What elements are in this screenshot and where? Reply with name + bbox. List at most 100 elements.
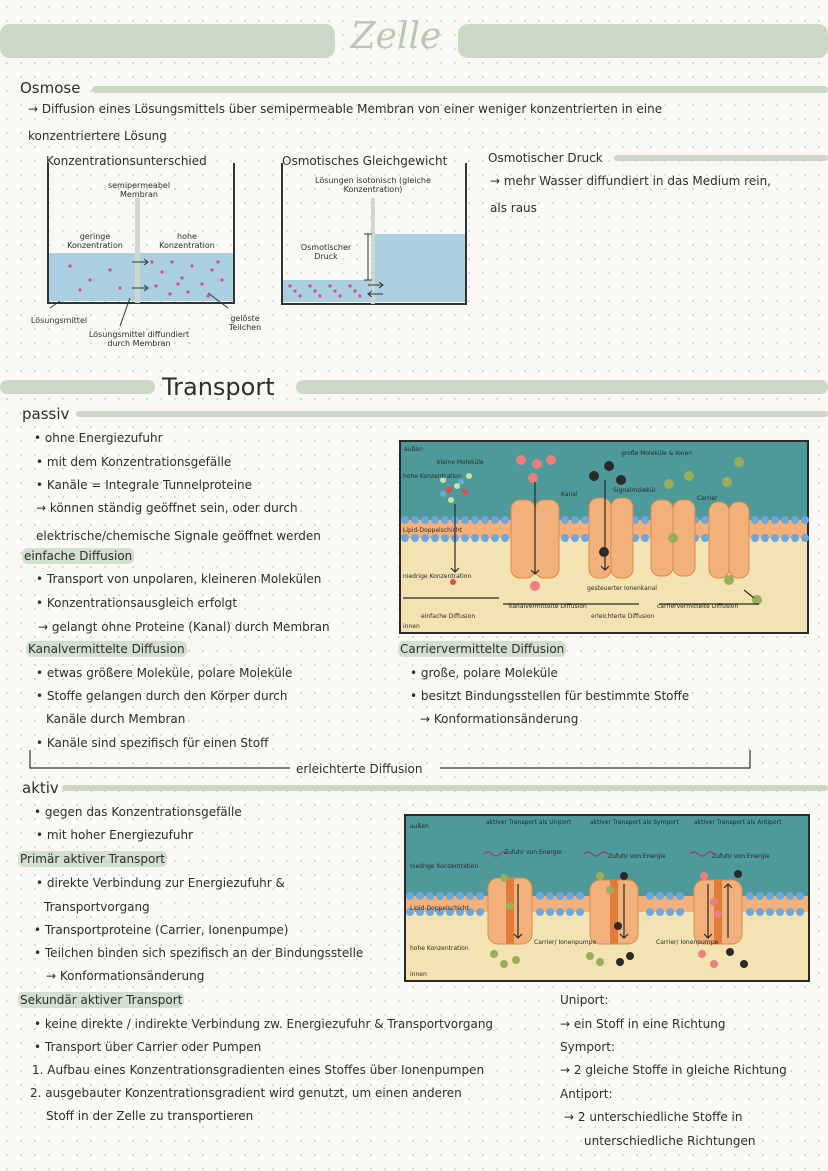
svg-text:aktiver Transport als Symport: aktiver Transport als Symport	[590, 819, 679, 826]
osmose-heading: Osmose	[20, 79, 81, 97]
einfach-heading: einfache Diffusion	[22, 548, 135, 564]
aktiv-item-1: • gegen das Konzentrationsgefälle	[34, 805, 242, 819]
passiv-item-1: • ohne Energiezufuhr	[34, 431, 163, 445]
primaer-item-2: Transportvorgang	[44, 900, 150, 914]
svg-text:Lipid-Doppelschicht: Lipid-Doppelschicht	[410, 905, 470, 912]
aktiv-heading: aktiv	[22, 779, 59, 797]
fig1-high: hohe Konzentration	[159, 232, 215, 250]
port-4: → 2 gleiche Stoffe in gleiche Richtung	[560, 1063, 787, 1077]
svg-text:niedrige Konzentration: niedrige Konzentration	[410, 863, 478, 870]
carrier-item-3: → Konformationsänderung	[420, 712, 579, 726]
osmose-underline	[92, 86, 828, 93]
sekundaer-item-5: Stoff in der Zelle zu transportieren	[46, 1109, 254, 1123]
passiv-underline	[76, 411, 828, 417]
osmose-line2: konzentriertere Lösung	[28, 129, 167, 143]
sekundaer-item-2: • Transport über Carrier oder Pumpen	[34, 1040, 262, 1054]
fig2-isotonic: Lösungen isotonisch (gleiche Konzentrati…	[315, 176, 431, 194]
passiv-item-2: • mit dem Konzentrationsgefälle	[36, 455, 232, 469]
svg-text:aktiver Transport als Antiport: aktiver Transport als Antiport	[694, 819, 782, 826]
svg-text:Carrier/ Ionenpumpe: Carrier/ Ionenpumpe	[534, 939, 596, 946]
passiv-heading: passiv	[22, 405, 70, 423]
primaer-item-4: • Teilchen binden sich spezifisch an der…	[34, 946, 364, 960]
primaer-item-3: • Transportproteine (Carrier, Ionenpumpe…	[34, 923, 289, 937]
svg-text:innen: innen	[403, 623, 420, 630]
title-bar-left	[0, 24, 335, 58]
passiv-item-3: • Kanäle = Integrale Tunnelproteine	[36, 478, 253, 492]
page-title: Zelle	[350, 16, 442, 57]
carrier-item-2: • besitzt Bindungsstellen für bestimmte …	[410, 689, 690, 703]
aktiv-underline	[62, 785, 828, 791]
svg-text:große Moleküle & Ionen: große Moleküle & Ionen	[621, 450, 692, 457]
osmosis-figure-equilibrium	[281, 163, 467, 305]
fig1-diffuses: Lösungsmittel diffundiert durch Membran	[88, 330, 190, 348]
svg-text:kleine Moleküle: kleine Moleküle	[437, 459, 484, 466]
svg-text:aktiver Transport als Uniport: aktiver Transport als Uniport	[486, 819, 572, 826]
title-bar-right	[458, 24, 828, 58]
fig1-low: geringe Konzentration	[67, 232, 123, 250]
bracket-label: erleichterte Diffusion	[296, 762, 423, 776]
fig1-particles: gelöste Teilchen	[228, 314, 262, 332]
port-7: unterschiedliche Richtungen	[584, 1134, 756, 1148]
druck-line2: als raus	[490, 201, 537, 215]
svg-text:außen: außen	[410, 823, 429, 830]
druck-line1: → mehr Wasser diffundiert in das Medium …	[490, 174, 771, 188]
kanal-item-4: • Kanäle sind spezifisch für einen Stoff	[36, 736, 269, 750]
einfach-item-3: → gelangt ohne Proteine (Kanal) durch Me…	[38, 620, 330, 634]
active-transport-diagram: außen innen aktiver Transport als Unipor…	[404, 814, 810, 982]
kanal-heading: Kanalvermittelte Diffusion	[26, 641, 187, 657]
osmose-line1: → Diffusion eines Lösungsmittels über se…	[28, 102, 663, 116]
svg-text:kanalvermittelte Diffusion: kanalvermittelte Diffusion	[509, 603, 587, 610]
svg-text:außen: außen	[404, 446, 423, 453]
svg-text:Zufuhr von Energie: Zufuhr von Energie	[504, 849, 562, 856]
svg-text:carriervermittelte Diffusion: carriervermittelte Diffusion	[657, 603, 738, 610]
svg-text:Carrier: Carrier	[697, 495, 718, 502]
port-2: → ein Stoff in eine Richtung	[560, 1017, 726, 1031]
svg-text:Lipid-Doppelschicht: Lipid-Doppelschicht	[403, 527, 463, 534]
primaer-item-1: • direkte Verbindung zur Energiezufuhr &	[36, 876, 285, 890]
svg-text:innen: innen	[410, 971, 427, 978]
port-3: Symport:	[560, 1040, 616, 1054]
einfach-item-2: • Konzentrationsausgleich erfolgt	[36, 596, 238, 610]
passiv-item-5: elektrische/chemische Signale geöffnet w…	[36, 529, 321, 543]
port-5: Antiport:	[560, 1087, 613, 1101]
kanal-item-1: • etwas größere Moleküle, polare Molekül…	[36, 666, 293, 680]
osmosis-figure-concentration	[47, 163, 235, 327]
fig1-solvent: Lösungsmittel	[30, 316, 88, 325]
druck-heading: Osmotischer Druck	[488, 151, 603, 165]
sekundaer-item-3: 1. Aufbau eines Konzentrationsgradienten…	[32, 1063, 485, 1077]
svg-text:niedrige Konzentration: niedrige Konzentration	[403, 573, 471, 580]
sekundaer-item-4: 2. ausgebauter Konzentrationsgradient wi…	[30, 1086, 462, 1100]
transport-bar-left	[0, 380, 155, 394]
svg-text:erleichterte Diffusion: erleichterte Diffusion	[591, 613, 654, 620]
fig2-label: Osmotisches Gleichgewicht	[282, 154, 448, 168]
carrier-item-1: • große, polare Moleküle	[410, 666, 558, 680]
aktiv-item-2: • mit hoher Energiezufuhr	[36, 828, 194, 842]
svg-text:einfache Diffusion: einfache Diffusion	[421, 613, 475, 620]
port-6: → 2 unterschiedliche Stoffe in	[564, 1110, 743, 1124]
passive-transport-diagram: außen innen kleine Moleküle große Molekü…	[399, 440, 809, 634]
svg-text:Kanal: Kanal	[561, 491, 578, 498]
kanal-item-2: • Stoffe gelangen durch den Körper durch	[36, 689, 288, 703]
fig2-pressure: Osmotischer Druck	[300, 243, 352, 261]
primaer-heading: Primär aktiver Transport	[18, 851, 167, 867]
port-1: Uniport:	[560, 993, 609, 1007]
facilitated-bracket	[29, 750, 751, 769]
sekundaer-item-1: • keine direkte / indirekte Verbindung z…	[34, 1017, 494, 1031]
svg-text:Zufuhr von Energie: Zufuhr von Energie	[608, 853, 666, 860]
druck-underline	[614, 155, 828, 161]
passiv-item-4: → können ständig geöffnet sein, oder dur…	[36, 501, 298, 515]
fig1-label: Konzentrationsunterschied	[46, 154, 207, 168]
transport-heading: Transport	[162, 373, 275, 401]
sekundaer-heading: Sekundär aktiver Transport	[18, 992, 185, 1008]
svg-text:gesteuerter Ionenkanal: gesteuerter Ionenkanal	[587, 585, 657, 592]
carrier-heading: Carriervermittelte Diffusion	[398, 641, 567, 657]
einfach-item-1: • Transport von unpolaren, kleineren Mol…	[36, 572, 322, 586]
transport-bar-right	[296, 380, 828, 394]
svg-text:Carrier/ Ionenpumpe: Carrier/ Ionenpumpe	[656, 939, 718, 946]
kanal-item-3: Kanäle durch Membran	[46, 712, 186, 726]
primaer-item-5: → Konformationsänderung	[46, 969, 205, 983]
svg-text:hohe Konzentration: hohe Konzentration	[403, 473, 462, 480]
svg-text:hohe Konzentration: hohe Konzentration	[410, 945, 469, 952]
svg-text:Signalmolekül: Signalmolekül	[613, 487, 655, 494]
svg-text:Zufuhr von Energie: Zufuhr von Energie	[712, 853, 770, 860]
